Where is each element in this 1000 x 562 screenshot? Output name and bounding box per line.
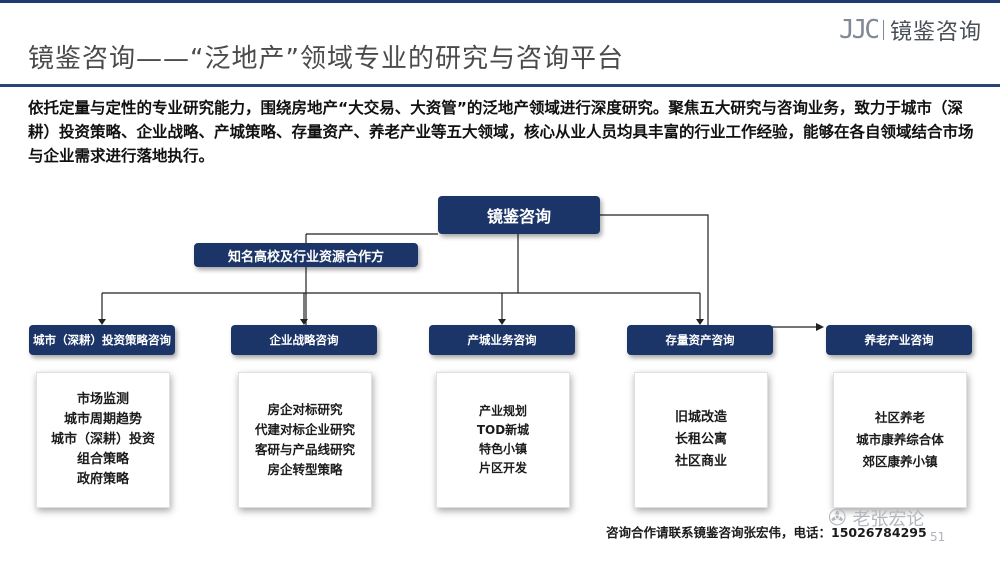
detail-box-city-investment: 市场监测 城市周期趋势 城市（深耕）投资 组合策略 政府策略 (36, 372, 170, 508)
detail-box-industry-city: 产业规划 TOD新城 特色小镇 片区开发 (436, 372, 570, 508)
detail-item: 组合策略 (76, 452, 129, 467)
root-node: 镜鉴咨询 (438, 196, 600, 234)
page-number: 51 (930, 530, 946, 544)
detail-item: 市场监测 (76, 392, 129, 407)
intro-paragraph: 依托定量与定性的专业研究能力，围绕房地产“大交易、大资管”的泛地产领域进行深度研… (28, 99, 974, 165)
detail-item: 产业规划 (478, 404, 527, 418)
arrow-cat-4 (696, 319, 704, 325)
watermark: ✇ 老张宏论 (828, 505, 924, 531)
detail-box-existing-assets: 旧城改造 长租公寓 社区商业 (634, 372, 768, 508)
company-logo: JJC 镜鉴咨询 (839, 14, 982, 46)
slide-title: 镜鉴咨询——“泛地产”领域专业的研究与咨询平台 (28, 44, 624, 74)
arrow-cat-1 (98, 319, 106, 325)
detail-item: 代建对标企业研究 (254, 422, 355, 437)
detail-item: 房企对标研究 (267, 402, 343, 417)
detail-item: 城市周期趋势 (63, 412, 142, 427)
top-accent-line (0, 0, 1000, 3)
detail-item: 政府策略 (76, 472, 129, 487)
detail-item: 旧城改造 (674, 410, 727, 425)
detail-item: 社区养老 (874, 410, 925, 425)
detail-item: TOD新城 (476, 423, 530, 437)
title-rule (0, 84, 1000, 87)
detail-item: 城市（深耕）投资 (50, 432, 155, 447)
contact-footer: 咨询合作请联系镜鉴咨询张宏伟，电话：15026784295 (606, 525, 927, 540)
arrow-cat-5 (816, 323, 824, 331)
detail-box-corporate-strategy: 房企对标研究 代建对标企业研究 客研与产品线研究 房企转型策略 (238, 372, 372, 508)
logo-mark: JJC (839, 15, 880, 45)
category-box-corporate-strategy: 企业战略咨询 (231, 325, 377, 355)
arrow-cat-3 (498, 319, 506, 325)
detail-item: 长租公寓 (674, 432, 727, 447)
detail-item: 特色小镇 (478, 442, 527, 456)
detail-item: 城市康养综合体 (856, 432, 944, 447)
detail-item: 社区商业 (674, 454, 727, 469)
wechat-icon: ✇ (828, 505, 847, 531)
detail-item: 郊区康养小镇 (862, 454, 938, 469)
watermark-text: 老张宏论 (852, 509, 925, 530)
arrow-cat-2 (300, 319, 308, 325)
category-box-city-investment: 城市（深耕）投资策略咨询 (29, 325, 175, 355)
logo-divider (882, 20, 884, 40)
detail-item: 片区开发 (478, 461, 527, 475)
detail-item: 房企转型策略 (267, 462, 343, 477)
detail-box-elderly-care: 社区养老 城市康养综合体 郊区康养小镇 (833, 372, 967, 508)
logo-text: 镜鉴咨询 (889, 20, 982, 45)
detail-item: 客研与产品线研究 (254, 442, 355, 457)
category-box-elderly-care: 养老产业咨询 (826, 325, 972, 355)
category-box-industry-city: 产城业务咨询 (429, 325, 575, 355)
connector-cat-5 (600, 214, 820, 328)
category-box-existing-assets: 存量资产咨询 (627, 325, 773, 355)
partner-node: 知名高校及行业资源合作方 (194, 243, 418, 267)
